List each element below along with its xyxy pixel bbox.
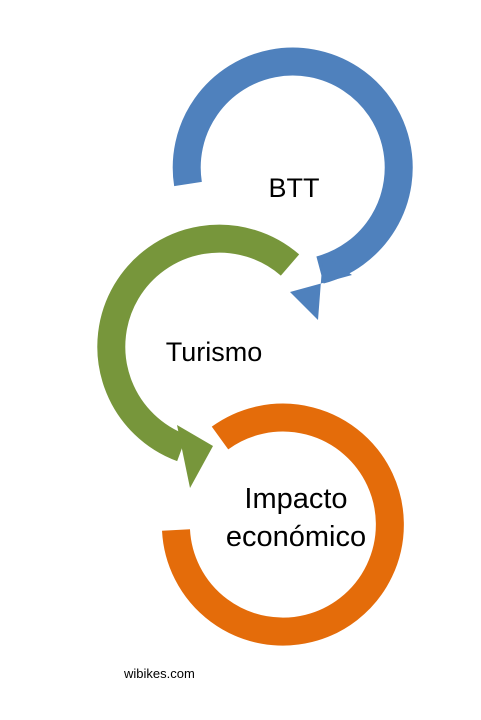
impacto-arc <box>162 403 404 646</box>
impacto-label-line-1: Impacto <box>244 483 347 515</box>
btt-arrow <box>172 47 413 320</box>
turismo-arc <box>97 224 300 462</box>
turismo-arrowhead <box>177 425 213 488</box>
turismo-label: Turismo <box>166 337 263 367</box>
btt-arc <box>172 47 413 284</box>
impacto-arrow <box>162 403 404 646</box>
turismo-arrow <box>97 224 300 488</box>
btt-label: BTT <box>269 173 320 203</box>
impacto-label-line-2: económico <box>226 521 366 553</box>
btt-arrowhead <box>290 255 352 320</box>
source-credit: wibikes.com <box>124 666 195 681</box>
